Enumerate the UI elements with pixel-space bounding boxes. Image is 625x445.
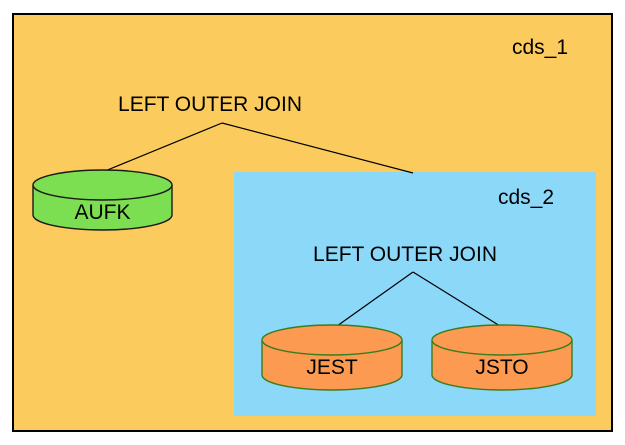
connector-join2-to-jest — [336, 271, 414, 327]
cylinder-aufk-label: AUFK — [74, 201, 130, 224]
inner-join-label: LEFT OUTER JOIN — [313, 243, 497, 266]
cds2-label: cds_2 — [498, 186, 555, 209]
cylinder-jest-label: JEST — [306, 356, 358, 379]
cylinder-aufk-top — [32, 169, 173, 201]
cylinder-jest-top — [261, 324, 403, 356]
cylinder-jsto-top — [431, 324, 573, 356]
connector-join2-to-jsto — [412, 271, 501, 327]
cylinder-jsto-label: JSTO — [475, 356, 528, 379]
cylinder-aufk: AUFK — [32, 169, 173, 231]
connector-join1-to-aufk — [104, 122, 223, 172]
outer-join-label: LEFT OUTER JOIN — [118, 93, 302, 116]
connector-join1-to-cds2 — [221, 122, 414, 174]
cylinder-jsto: JSTO — [431, 324, 573, 391]
cylinder-jest: JEST — [261, 324, 403, 391]
cds1-label: cds_1 — [512, 36, 569, 59]
